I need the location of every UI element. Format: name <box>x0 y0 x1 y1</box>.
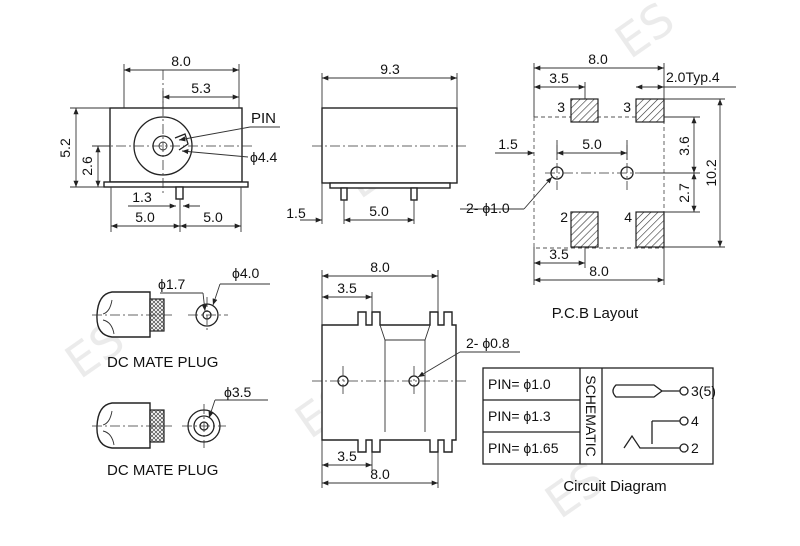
pad-label: 2 <box>560 209 568 225</box>
top-view: 8.0 3.5 2- ϕ0.8 3.5 8.0 <box>312 259 520 488</box>
pcb-dim-pad-bottom: 2.7 <box>676 183 692 203</box>
table-frame <box>482 367 714 465</box>
top-dim-width: 8.0 <box>370 259 390 275</box>
plug-body <box>96 402 151 449</box>
front-dim-center: 5.3 <box>191 80 211 96</box>
front-dim-height: 5.2 <box>57 138 73 158</box>
pad-label: 4 <box>624 209 632 225</box>
side-dim-edge: 1.5 <box>286 205 306 221</box>
front-dim-right: 5.0 <box>203 209 223 225</box>
front-base <box>103 181 249 188</box>
pcb-dim-height: 10.2 <box>703 159 719 186</box>
front-body <box>109 107 243 183</box>
pcb-dim-offset-bottom: 3.5 <box>549 246 569 262</box>
pad-label: 3 <box>557 99 565 115</box>
jack-pin-symbol <box>612 384 664 398</box>
top-dim-offset-bottom: 3.5 <box>337 448 357 464</box>
pcb-dim-width: 8.0 <box>588 51 608 67</box>
top-hole-note: 2- ϕ0.8 <box>466 335 510 351</box>
pcb-layout: 3 3 2 4 8.0 3.5 2.0Typ.4 1.5 5.0 2- ϕ1.0 <box>460 51 736 322</box>
pin-table: PIN= ϕ1.0 PIN= ϕ1.3 PIN= ϕ1.65 SCHEMATIC… <box>482 367 716 495</box>
pin-row: PIN= ϕ1.65 <box>488 440 559 456</box>
front-dim-pin-offset: 1.3 <box>132 189 152 205</box>
side-dim-length: 9.3 <box>380 61 400 77</box>
watermark-text: ES <box>605 0 684 69</box>
pcb-dim-pad-top: 3.6 <box>676 136 692 156</box>
schematic-label: SCHEMATIC <box>583 375 599 456</box>
front-dim-width: 8.0 <box>171 53 191 69</box>
terminal-node <box>679 443 689 453</box>
pcb-pad-note: 2.0Typ.4 <box>666 69 720 85</box>
top-dim-offset: 3.5 <box>337 280 357 296</box>
pcb-pad <box>635 98 665 123</box>
pcb-dim-pad-offset: 3.5 <box>549 70 569 86</box>
plug-body <box>96 291 151 338</box>
terminal-label: 3(5) <box>691 383 716 399</box>
pcb-caption: P.C.B Layout <box>552 305 639 322</box>
front-dim-left: 5.0 <box>135 209 155 225</box>
terminal-node <box>679 386 689 396</box>
pcb-dim-hole-edge: 1.5 <box>498 136 518 152</box>
side-dim-pitch: 5.0 <box>369 203 389 219</box>
plug-caption: DC MATE PLUG <box>107 354 218 371</box>
terminal-node <box>679 416 689 426</box>
front-hole-dia: ϕ4.4 <box>250 149 278 165</box>
top-dim-width-bottom: 8.0 <box>370 466 390 482</box>
pcb-pad <box>570 98 599 123</box>
plug-dia-small: ϕ3.5 <box>224 384 252 400</box>
terminal-label: 4 <box>691 413 699 429</box>
pcb-dim-width-bottom: 8.0 <box>589 263 609 279</box>
pcb-dim-hole-pitch: 5.0 <box>582 136 602 152</box>
plug-dia-small: ϕ1.7 <box>158 276 186 292</box>
circuit-caption: Circuit Diagram <box>563 478 666 495</box>
pin-row: PIN= ϕ1.0 <box>488 376 551 392</box>
side-leg <box>340 187 348 201</box>
pcb-outline <box>533 116 665 249</box>
pcb-pad <box>570 211 599 248</box>
side-base <box>329 182 451 189</box>
pcb-pad <box>635 211 665 248</box>
front-leg <box>175 186 184 200</box>
side-body <box>321 107 458 184</box>
plug-2: ϕ3.5 DC MATE PLUG <box>92 384 268 479</box>
front-view: 8.0 5.3 5.2 2.6 1.3 5.0 5.0 PIN ϕ4.4 <box>57 53 280 232</box>
pin-callout: PIN <box>251 110 276 127</box>
side-view: 9.3 1.5 5.0 <box>286 61 468 224</box>
terminal-label: 2 <box>691 440 699 456</box>
plug-caption: DC MATE PLUG <box>107 462 218 479</box>
plug-1: ϕ1.7 ϕ4.0 DC MATE PLUG <box>92 265 270 371</box>
pad-label: 3 <box>623 99 631 115</box>
pcb-hole-note: 2- ϕ1.0 <box>466 200 510 216</box>
side-leg <box>410 187 418 201</box>
top-body <box>321 311 457 453</box>
front-dim-axis: 2.6 <box>79 156 95 176</box>
plug-dia-large: ϕ4.0 <box>232 265 260 281</box>
pin-row: PIN= ϕ1.3 <box>488 408 551 424</box>
